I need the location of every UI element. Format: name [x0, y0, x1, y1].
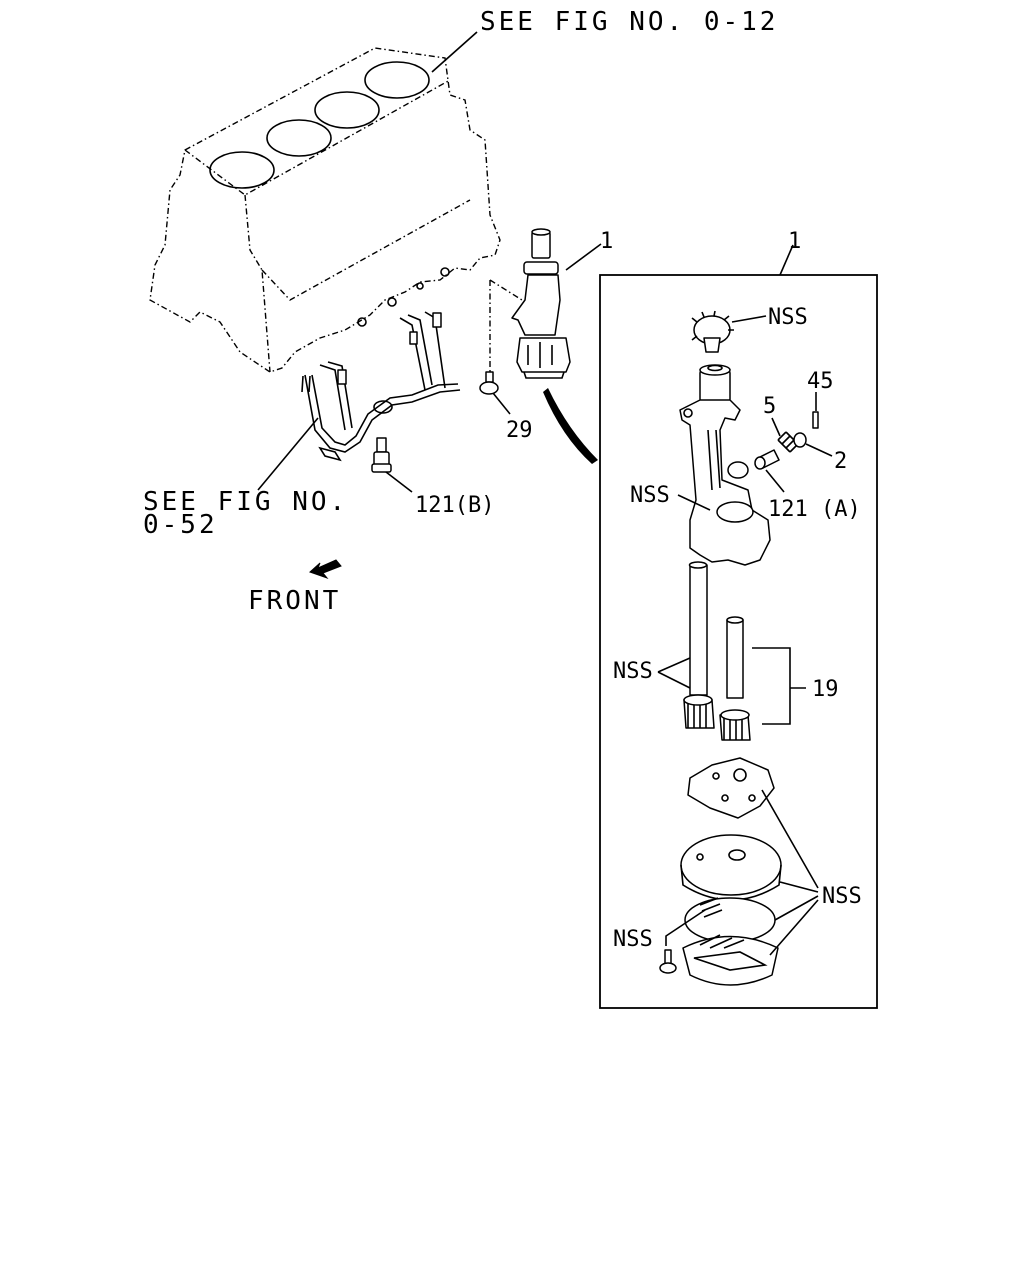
leader-5 — [771, 417, 781, 437]
label-cover-parts: NSS — [822, 884, 862, 909]
ring-2 — [793, 432, 807, 448]
strainer — [682, 934, 779, 986]
label-29: 29 — [506, 418, 533, 443]
label-121a: 121 (A) — [768, 497, 861, 522]
leader-drive-gear — [731, 315, 767, 323]
leader-121b — [385, 471, 413, 493]
drive-gear — [691, 310, 734, 353]
gear-shafts — [683, 561, 751, 741]
label-box-1: 1 — [788, 229, 801, 254]
ref-pipe-label-line2: 0-52 — [143, 510, 218, 540]
engine-block — [149, 47, 501, 373]
union-121a — [754, 449, 780, 470]
leader-block — [431, 31, 478, 73]
bolt-29 — [479, 371, 499, 395]
ref-pipe-label-line1: SEE FIG NO. — [143, 487, 348, 517]
leader-29 — [492, 392, 511, 415]
leader-box-1 — [779, 244, 794, 276]
label-screw: NSS — [613, 927, 653, 952]
screw — [659, 949, 677, 974]
label-body: NSS — [630, 483, 670, 508]
gasket — [684, 897, 776, 943]
leader-gears — [657, 657, 691, 689]
leader-cover-parts — [761, 789, 819, 956]
label-2: 2 — [834, 449, 847, 474]
union-121b — [371, 437, 392, 473]
label-121b: 121(B) — [415, 493, 494, 518]
label-5: 5 — [763, 394, 776, 419]
oil-pump-assembled — [511, 228, 571, 379]
pump-body — [679, 364, 771, 566]
leader-pipe — [257, 417, 319, 491]
leader-2 — [805, 443, 833, 457]
front-arrow-icon — [309, 559, 342, 580]
housing-plate — [687, 757, 775, 819]
leader-screw — [665, 909, 706, 946]
pin-45 — [812, 411, 819, 429]
leader-121a — [765, 469, 785, 493]
label-45: 45 — [807, 369, 834, 394]
oil-pipe-assembly — [301, 311, 461, 462]
detail-arrow — [543, 388, 598, 464]
mounting-line — [489, 279, 523, 372]
label-pump-1: 1 — [600, 229, 613, 254]
label-gears: NSS — [613, 659, 653, 684]
ref-block-label: SEE FIG NO. 0-12 — [480, 7, 778, 37]
front-label: FRONT — [248, 586, 341, 616]
leader-pump-1 — [565, 243, 602, 271]
leader-body — [677, 494, 711, 511]
detail-box — [599, 274, 878, 1009]
leader-gear-set — [752, 647, 806, 725]
pump-cover — [680, 834, 782, 901]
label-drive-gear: NSS — [768, 305, 808, 330]
label-gear-set: 19 — [812, 677, 839, 702]
